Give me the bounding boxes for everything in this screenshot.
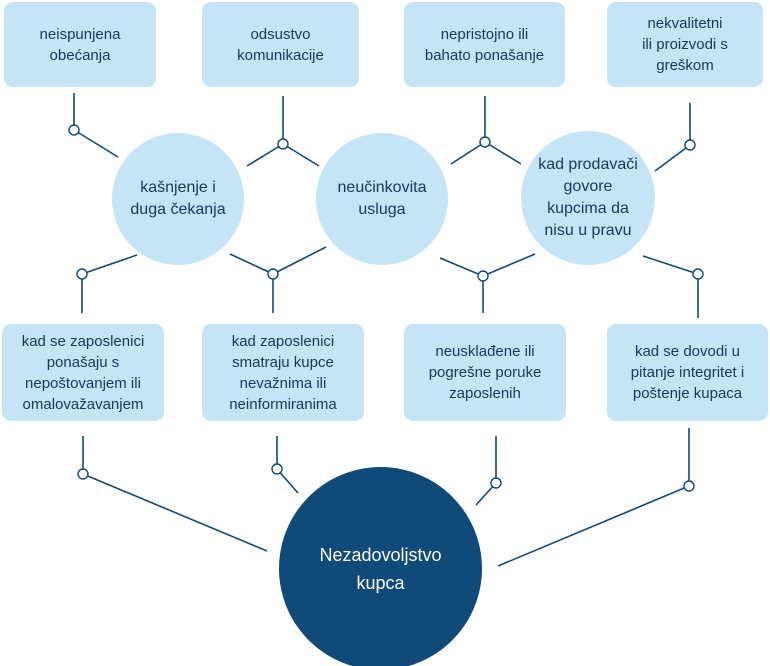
connector-mid-3 [439,253,536,313]
connector-bottom-2 [271,436,299,494]
cause-circle-label: neučinkovita usluga [337,179,427,218]
central-circle-customer-dissatisfaction: Nezadovoljstvo kupca [279,467,482,666]
connector-top-1 [68,93,119,158]
cause-circle-inefficient-service: neučinkovita usluga [316,133,448,265]
cause-box-label: nekvalitetni ili proizvodi s greškom [642,15,728,74]
connector-top-3 [450,96,522,165]
connector-mid-4 [642,255,704,318]
connector-mid-2 [229,246,327,313]
cause-box-label: nepristojno ili bahato ponašanje [424,25,545,64]
cause-box-label: neispunjena obećanja [39,25,121,64]
cause-circle-label: kašnjenje i duga čekanja [130,179,226,218]
cause-box-label: odsustvo komunikacije [237,25,324,64]
cause-box-disrespect: kad se zaposlenici ponašaju s nepoštovan… [2,324,164,421]
cause-circle-sellers-say-wrong: kad prodavači govore kupcima da nisu u p… [521,131,655,265]
cause-box-defective-products: nekvalitetni ili proizvodi s greškom [607,2,763,87]
cause-box-customers-unimportant: kad zaposlenici smatraju kupce nevažnima… [202,324,364,421]
connector-mid-1 [76,254,138,313]
cause-box-no-communication: odsustvo komunikacije [202,2,359,87]
cause-box-broken-promises: neispunjena obećanja [4,2,156,87]
cause-box-label: kad se dovodi u pitanje integritet i poš… [630,343,745,402]
connector-bottom-1 [77,436,268,552]
cause-box-label: kad se zaposlenici ponašaju s nepoštovan… [21,332,145,413]
cause-box-label: neusklađene ili pogrešne poruke zaposlen… [428,343,542,402]
cause-box-inconsistent-messages: neusklađene ili pogrešne poruke zaposlen… [404,324,566,421]
cause-circle-label: kad prodavači govore kupcima da nisu u p… [538,156,638,239]
cause-circle-delays: kašnjenje i duga čekanja [112,133,244,265]
connector-top-2 [246,96,320,167]
connector-bottom-4 [497,428,695,567]
connector-top-4 [654,103,696,172]
cause-box-label: kad zaposlenici smatraju kupce nevažnima… [229,332,337,413]
cause-box-rude-behavior: nepristojno ili bahato ponašanje [404,2,565,87]
cause-box-integrity-questioned: kad se dovodi u pitanje integritet i poš… [607,324,768,421]
central-circle-label: Nezadovoljstvo kupca [319,544,442,593]
connector-bottom-3 [475,436,502,506]
